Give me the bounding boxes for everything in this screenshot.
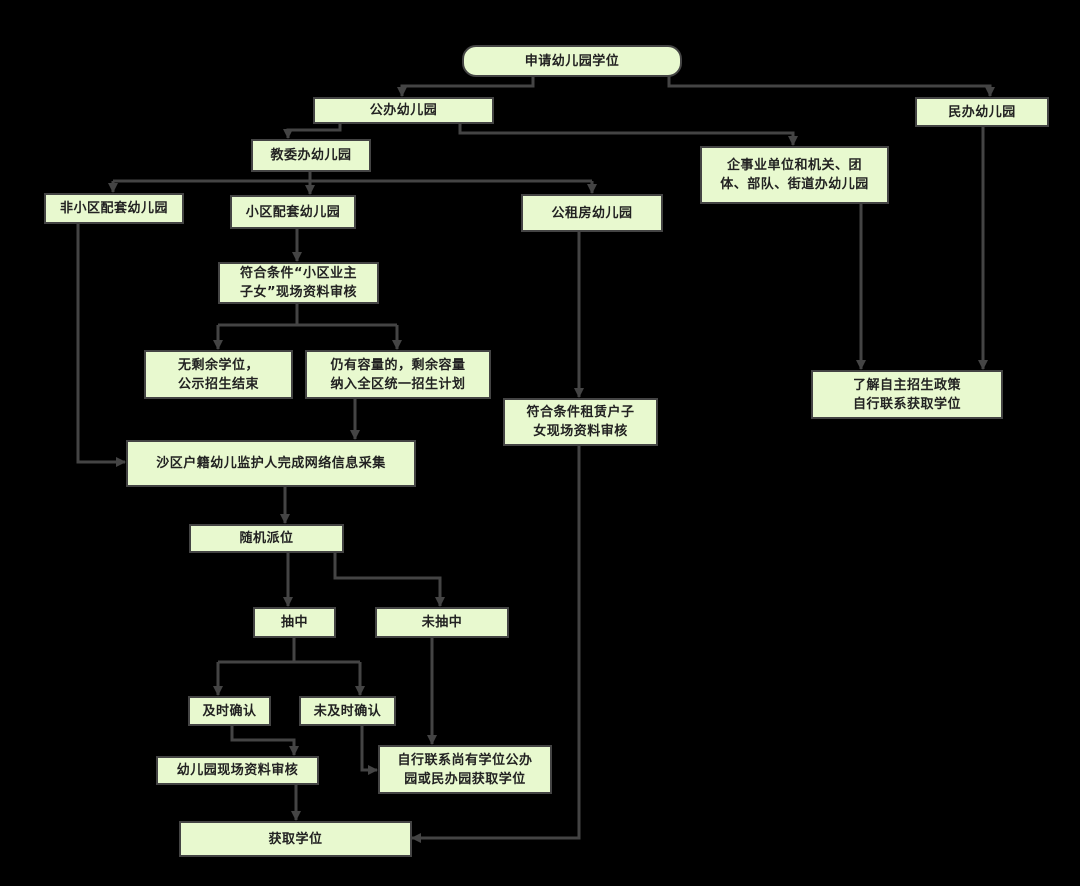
edge-tenant-get: [411, 445, 581, 843]
node-kg-review: 幼儿园现场资料审核: [156, 756, 319, 785]
node-jiaowei: 教委办幼儿园: [251, 139, 371, 172]
node-get-seat: 获取学位: [179, 821, 412, 857]
node-random-assign: 随机派位: [189, 524, 344, 553]
node-public: 公办幼儿园: [313, 97, 494, 124]
edge-public-enterprise: [458, 123, 798, 146]
node-not-confirmed: 未及时确认: [299, 696, 396, 726]
node-tenant-review: 符合条件租赁户子 女现场资料审核: [503, 398, 658, 446]
node-remaining: 仍有容量的，剩余容量 纳入全区统一招生计划: [305, 350, 491, 399]
edge-notconfirmed-self: [360, 725, 378, 775]
node-apply: 申请幼儿园学位: [462, 45, 682, 77]
edge-random-notwon: [333, 552, 445, 607]
edge-apply-public: [397, 76, 535, 97]
edge-noncommunity-info: [76, 223, 126, 467]
node-info-collect: 沙区户籍幼儿监护人完成网络信息采集: [126, 440, 416, 487]
node-no-seats: 无剩余学位， 公示招生结束: [144, 350, 293, 399]
node-confirmed: 及时确认: [188, 696, 271, 726]
node-not-won: 未抽中: [375, 607, 509, 638]
node-owner-review: 符合条件“小区业主 子女”现场资料审核: [218, 262, 379, 304]
node-public-rental: 公租房幼儿园: [521, 194, 663, 232]
edge-confirmed-review: [230, 725, 299, 756]
node-won: 抽中: [253, 607, 336, 638]
edge-apply-private: [667, 76, 995, 97]
edge-public-jiaowei: [283, 123, 342, 139]
node-community: 小区配套幼儿园: [230, 195, 356, 229]
node-private: 民办幼儿园: [915, 97, 1049, 127]
node-non-community: 非小区配套幼儿园: [44, 193, 184, 224]
node-enterprise: 企事业单位和机关、团 体、部队、街道办幼儿园: [700, 146, 889, 204]
node-self-contact: 自行联系尚有学位公办 园或民办园获取学位: [378, 745, 552, 794]
node-self-policy: 了解自主招生政策 自行联系获取学位: [811, 370, 1003, 419]
